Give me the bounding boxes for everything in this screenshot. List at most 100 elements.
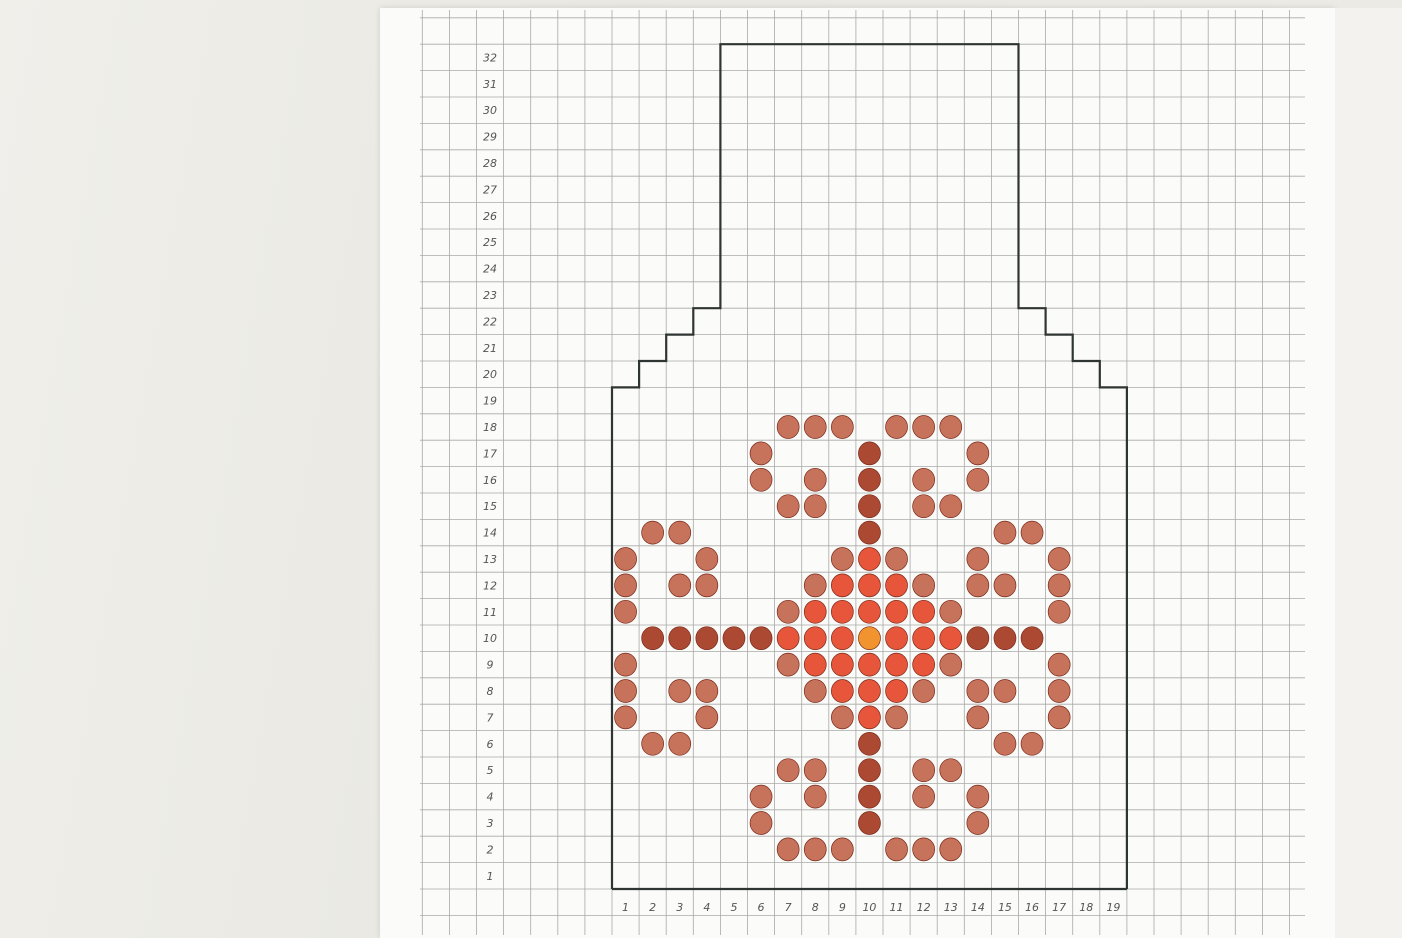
stitch-dot xyxy=(940,838,962,861)
column-number: 18 xyxy=(1079,901,1093,914)
stitch-dot xyxy=(831,416,853,439)
stitch-dot xyxy=(994,521,1016,544)
column-number: 12 xyxy=(917,901,931,914)
stitch-dot xyxy=(886,680,908,703)
stitch-dot xyxy=(886,706,908,729)
stitch-dot xyxy=(642,732,664,755)
stitch-dot xyxy=(994,680,1016,703)
stitch-dot xyxy=(858,653,880,676)
row-number: 13 xyxy=(483,553,497,566)
stitch-dot xyxy=(886,600,908,623)
stitch-dot xyxy=(967,785,989,808)
stitch-dot xyxy=(750,812,772,835)
stitch-dot xyxy=(858,468,880,491)
stitch-dot xyxy=(886,548,908,571)
stitch-dot xyxy=(615,653,637,676)
stitch-dot xyxy=(777,653,799,676)
row-number: 29 xyxy=(483,131,497,144)
stitch-dot xyxy=(967,680,989,703)
column-number: 4 xyxy=(703,901,710,914)
stitch-dot xyxy=(967,468,989,491)
stitch-dot xyxy=(967,574,989,597)
row-number: 22 xyxy=(483,315,497,328)
stitch-dot xyxy=(750,627,772,650)
stitch-dot xyxy=(940,627,962,650)
stitch-dot xyxy=(804,495,826,518)
stitch-dot xyxy=(1048,706,1070,729)
stitch-dot xyxy=(669,627,691,650)
stitch-dot xyxy=(669,680,691,703)
row-number: 16 xyxy=(483,474,497,487)
stitch-dot xyxy=(858,706,880,729)
column-number: 1 xyxy=(622,901,629,914)
stitch-dot xyxy=(669,732,691,755)
stitch-dot xyxy=(804,416,826,439)
row-number: 3 xyxy=(487,817,494,830)
stitch-dot xyxy=(831,600,853,623)
stitch-dot xyxy=(750,468,772,491)
row-number: 18 xyxy=(483,421,497,434)
stitch-dot xyxy=(831,680,853,703)
stitch-dot xyxy=(940,495,962,518)
stitch-dot xyxy=(804,574,826,597)
stitch-dot xyxy=(994,732,1016,755)
column-number: 2 xyxy=(649,901,656,914)
stitch-dot xyxy=(615,600,637,623)
stitch-dot xyxy=(696,706,718,729)
row-number: 24 xyxy=(483,263,497,276)
flower-stitch-pattern xyxy=(615,416,1071,861)
stitch-dot xyxy=(940,653,962,676)
column-number: 17 xyxy=(1052,901,1066,914)
stitch-dot xyxy=(615,706,637,729)
column-number: 16 xyxy=(1025,901,1039,914)
stitch-dot xyxy=(858,521,880,544)
row-number: 27 xyxy=(483,183,497,196)
stitch-dot xyxy=(858,627,880,650)
stitch-dot xyxy=(831,548,853,571)
stitch-dot xyxy=(913,653,935,676)
row-number: 26 xyxy=(483,210,497,223)
row-number: 1 xyxy=(487,870,494,883)
row-number: 5 xyxy=(487,764,494,777)
stitch-dot xyxy=(777,600,799,623)
stitch-dot xyxy=(831,706,853,729)
stitch-dot xyxy=(804,680,826,703)
column-number: 19 xyxy=(1106,901,1120,914)
stitch-dot xyxy=(886,653,908,676)
stitch-dot xyxy=(777,759,799,782)
row-number: 15 xyxy=(483,500,497,513)
stitch-dot xyxy=(804,468,826,491)
stitch-dot xyxy=(696,680,718,703)
stitch-dot xyxy=(1048,680,1070,703)
stitch-dot xyxy=(696,574,718,597)
stitch-dot xyxy=(858,812,880,835)
column-number: 13 xyxy=(944,901,958,914)
stitch-dot xyxy=(696,548,718,571)
stitch-dot xyxy=(913,574,935,597)
stitch-dot xyxy=(913,838,935,861)
stitch-dot xyxy=(858,495,880,518)
stitch-dot xyxy=(804,838,826,861)
stitch-dot xyxy=(669,574,691,597)
stitch-dot xyxy=(777,627,799,650)
stitch-dot xyxy=(777,838,799,861)
stitch-dot xyxy=(750,785,772,808)
stitch-dot xyxy=(669,521,691,544)
row-number: 17 xyxy=(483,447,497,460)
stitch-dot xyxy=(940,600,962,623)
stitch-dot xyxy=(1048,600,1070,623)
stitch-dot xyxy=(858,548,880,571)
row-number: 4 xyxy=(487,791,494,804)
row-number: 20 xyxy=(483,368,497,381)
row-number: 31 xyxy=(483,78,497,91)
stitch-dot xyxy=(1021,732,1043,755)
stitch-dot xyxy=(858,732,880,755)
stitch-dot xyxy=(913,785,935,808)
stitch-dot xyxy=(642,521,664,544)
row-number: 19 xyxy=(483,395,497,408)
stitch-dot xyxy=(1021,627,1043,650)
stitch-dot xyxy=(858,600,880,623)
column-number: 9 xyxy=(839,901,846,914)
stitch-dot xyxy=(723,627,745,650)
